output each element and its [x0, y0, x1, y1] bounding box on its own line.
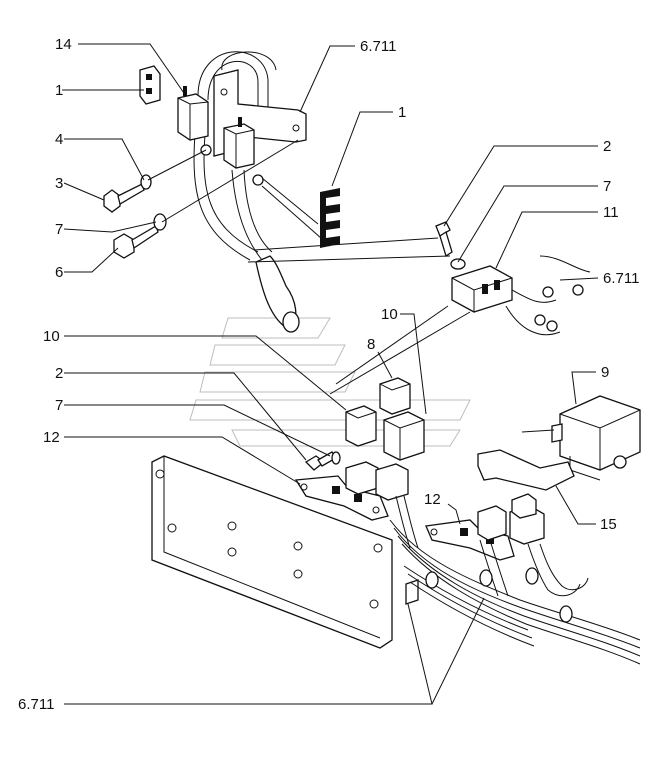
callout-7-right: 7 — [603, 178, 611, 195]
callout-9: 9 — [601, 364, 609, 381]
callout-10-left: 10 — [43, 328, 60, 345]
callout-11: 11 — [603, 204, 619, 221]
bolt-washer-lower — [304, 451, 341, 471]
callout-6711-right: 6.711 — [603, 270, 639, 287]
fuse-clip-1-left — [139, 65, 161, 105]
wiring-harness-bundle — [389, 495, 641, 665]
control-unit-9 — [551, 395, 641, 481]
callout-8: 8 — [367, 336, 375, 353]
fuse-comb-1-right — [320, 188, 340, 248]
callout-12-mid: 12 — [424, 491, 441, 508]
callout-7-lower: 7 — [55, 397, 63, 414]
leader-lines — [62, 43, 599, 705]
connector-block-11 — [451, 255, 591, 336]
bolt-6-washer-7 — [113, 213, 167, 259]
callout-15: 15 — [600, 516, 617, 533]
callout-14: 14 — [55, 36, 72, 53]
callout-2-right: 2 — [603, 138, 611, 155]
relay-group-8-10 — [345, 377, 425, 461]
connectors-brackets — [345, 461, 545, 545]
callout-6711-top: 6.711 — [360, 38, 396, 55]
watermark-logo — [189, 317, 471, 447]
callout-6: 6 — [55, 264, 63, 281]
relay-bracket — [200, 117, 264, 186]
callout-10-mid: 10 — [381, 306, 398, 323]
callout-4: 4 — [55, 131, 63, 148]
bracket-12-left — [294, 475, 389, 521]
relay-14 — [177, 86, 209, 141]
callout-6711-bottom: 6.711 — [18, 696, 54, 713]
bolt-2-washer-7-right — [435, 221, 466, 270]
strap-15 — [477, 449, 575, 491]
callout-1-right: 1 — [398, 104, 406, 121]
callout-labels: 14 6.711 1 1 4 3 7 6 2 7 11 6.711 10 10 … — [18, 36, 639, 713]
bolt-3-washer-4 — [103, 174, 152, 213]
callout-2-left: 2 — [55, 365, 63, 382]
callout-7-left: 7 — [55, 221, 63, 238]
callout-1-left: 1 — [55, 82, 63, 99]
mounting-plate — [151, 455, 419, 649]
harness-loop-6711 — [193, 51, 300, 333]
callout-12-left: 12 — [43, 429, 60, 446]
callout-3: 3 — [55, 175, 63, 192]
